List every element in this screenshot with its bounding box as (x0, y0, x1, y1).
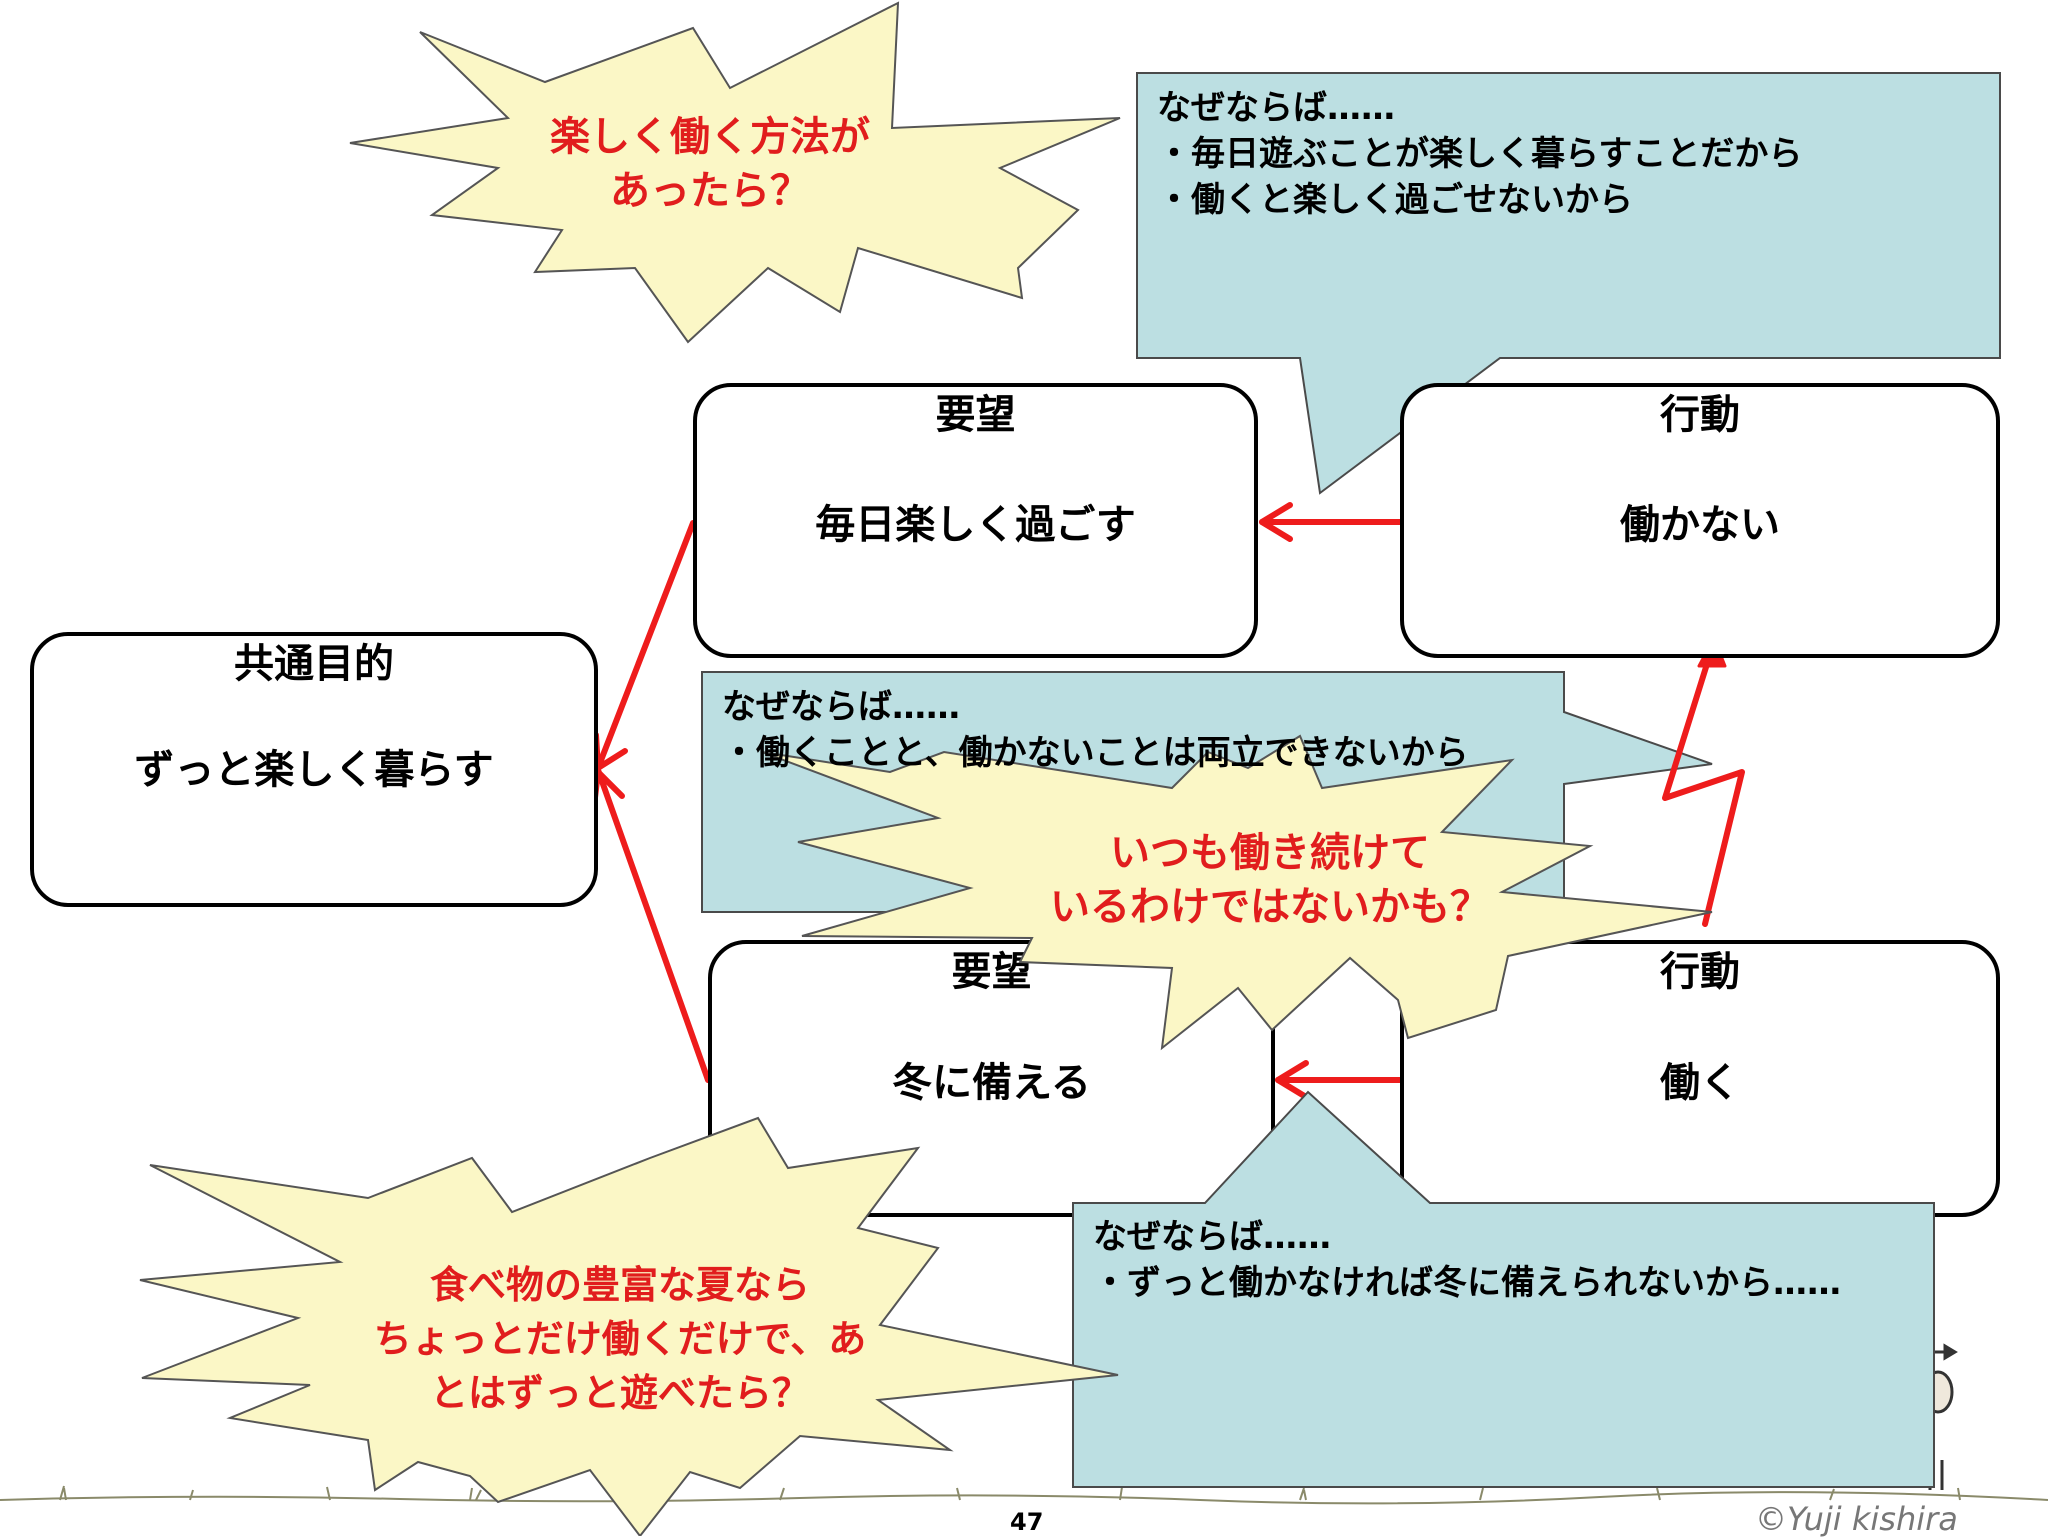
callout-bottom-shape (1072, 1090, 1935, 1488)
callout-middle-line1: なぜならば…… (722, 687, 960, 727)
action-bottom-text: 働く (1660, 1060, 1740, 1106)
arrow-desire-top-to-goal (595, 520, 696, 771)
burst-bottom: 食べ物の豊富な夏なら ちょっとだけ働くだけで、あ とはずっと遊べたら？ (340, 1258, 900, 1420)
conflict-lightning-arrow (1662, 645, 1745, 927)
desire-top-text: 毎日楽しく過ごす (815, 502, 1136, 548)
burst-bottom-line1: 食べ物の豊富な夏なら (429, 1263, 810, 1307)
action-top-box: 行動 働かない (1400, 383, 2000, 658)
callout-middle-line2: ・働くことと、働かないことは両立できないから (722, 733, 1469, 773)
burst-top-line2: あったら？ (610, 168, 810, 214)
action-top-heading: 行動 (1660, 392, 1740, 438)
page-number: 47 (1010, 1508, 1044, 1536)
desire-top-heading: 要望 (935, 392, 1016, 438)
action-top-text: 働かない (1620, 502, 1780, 548)
burst-top: 楽しく働く方法が あったら？ (510, 110, 910, 218)
burst-top-line1: 楽しく働く方法が (550, 114, 870, 160)
copyright: ©Yuji kishira (1755, 1500, 1958, 1538)
burst-middle-line2: いるわけではないかも？ (1050, 884, 1490, 930)
desire-top-box: 要望 毎日楽しく過ごす (693, 383, 1258, 658)
burst-middle-line1: いつも働き続けて (1110, 830, 1430, 876)
burst-bottom-line3: とはずっと遊べたら？ (429, 1371, 810, 1415)
grass-strip (0, 1485, 2048, 1505)
callout-middle: なぜならば…… ・働くことと、働かないことは両立できないから (722, 684, 1469, 776)
callout-bottom: なぜならば…… ・ずっと働かなければ冬に備えられないから…… (1093, 1214, 1841, 1306)
arrow-desire-bottom-to-goal (595, 767, 711, 1083)
goal-text: ずっと楽しく暮らす (134, 747, 494, 793)
callout-top-line1: なぜならば…… (1157, 88, 1395, 128)
callout-top-line2: ・毎日遊ぶことが楽しく暮らすことだから (1157, 134, 1803, 174)
desire-bottom-heading: 要望 (951, 949, 1032, 995)
burst-middle: いつも働き続けて いるわけではないかも？ (1020, 826, 1520, 934)
burst-bottom-shape (139, 1116, 1119, 1536)
goal-heading: 共通目的 (234, 641, 394, 687)
callout-bottom-line1: なぜならば…… (1093, 1217, 1331, 1257)
burst-top-shape (349, 1, 1121, 344)
callout-bottom-line2: ・ずっと働かなければ冬に備えられないから…… (1093, 1263, 1841, 1303)
callout-top-line3: ・働くと楽しく過ごせないから (1157, 180, 1633, 220)
burst-middle-shape (761, 734, 1713, 1051)
goal-box: 共通目的 ずっと楽しく暮らす (30, 632, 598, 907)
action-bottom-heading: 行動 (1660, 949, 1740, 995)
desire-bottom-text: 冬に備える (892, 1060, 1091, 1106)
callout-top: なぜならば…… ・毎日遊ぶことが楽しく暮らすことだから ・働くと楽しく過ごせない… (1157, 85, 1802, 223)
burst-bottom-line2: ちょっとだけ働くだけで、あ (373, 1317, 867, 1361)
